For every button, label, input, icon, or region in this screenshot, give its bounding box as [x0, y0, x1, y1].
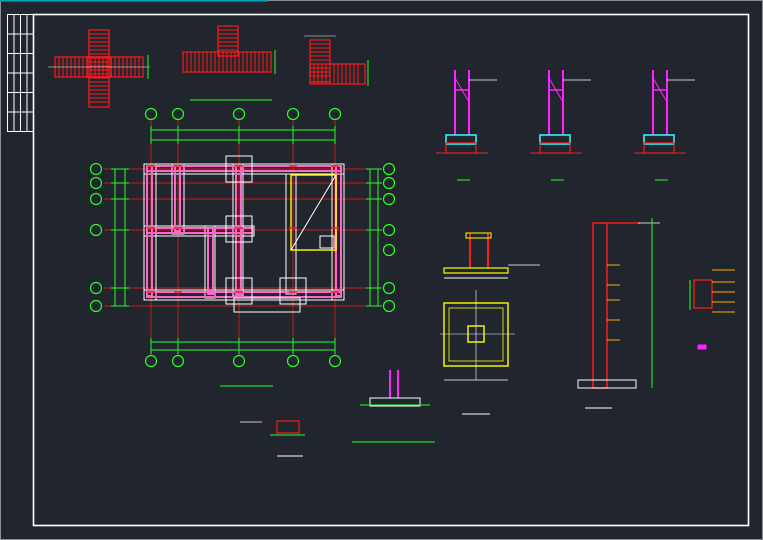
tee-joint-vertical	[217, 25, 239, 57]
wall-segment	[207, 227, 214, 295]
grid-bubble-bottom	[171, 354, 185, 368]
stair-opening	[290, 174, 337, 251]
grid-bubble-left	[89, 281, 103, 295]
foundation-plan	[104, 120, 382, 457]
joint-details	[48, 25, 369, 108]
grid-bubble-top	[232, 107, 246, 121]
small-column	[693, 279, 713, 309]
wall-section	[530, 70, 591, 181]
wall-footing-cap	[539, 134, 571, 145]
footing-details	[352, 218, 735, 443]
pad-footing-strip	[233, 297, 301, 313]
rebar-outline	[217, 25, 239, 57]
footing-strip	[285, 173, 297, 295]
wall-footing-cap	[445, 134, 477, 145]
pad-footing	[225, 277, 253, 305]
column-cap	[465, 232, 492, 239]
grid-bubble-top	[144, 107, 158, 121]
stair-diagonal	[290, 174, 337, 251]
grid-bubble-left	[89, 162, 103, 176]
footing-strip	[331, 163, 345, 301]
grid-bubble-left	[89, 223, 103, 237]
wall-sections	[436, 70, 695, 181]
grid-bubble-top	[171, 107, 185, 121]
grid-bubble-right	[382, 192, 396, 206]
grid-bubble-bottom	[232, 354, 246, 368]
grid-bubble-bottom	[144, 354, 158, 368]
pad-footing	[225, 155, 253, 183]
grid-bubble-bottom	[286, 354, 300, 368]
pad-footing	[225, 215, 253, 243]
wall-segment	[146, 227, 254, 234]
pad-footing	[279, 277, 307, 305]
grid-bubble-right	[382, 299, 396, 313]
grid-bubble-top	[286, 107, 300, 121]
grid-axis-bubbles	[89, 107, 396, 368]
grid-bubble-left	[89, 176, 103, 190]
tee-joint-horizontal	[182, 51, 272, 73]
grid-bubble-left	[89, 299, 103, 313]
grid-bubble-top	[328, 107, 342, 121]
title-block	[7, 14, 34, 132]
wall-footing-cap	[643, 134, 675, 145]
grid-bubble-bottom	[328, 354, 342, 368]
wall-segment	[174, 165, 181, 232]
wall-section	[436, 70, 497, 181]
corner-joint-horizontal	[309, 63, 366, 85]
retaining-stem	[592, 222, 608, 389]
small-beam-section	[276, 420, 300, 434]
wall-slope	[652, 77, 668, 103]
footing-slab	[443, 267, 509, 274]
grid-bubble-right	[382, 176, 396, 190]
grid-bubble-right-extra	[382, 243, 396, 257]
rebar-outline	[88, 29, 110, 108]
stair-landing	[319, 235, 335, 249]
wall-slope	[548, 77, 564, 103]
grid-bubble-right	[382, 162, 396, 176]
grid-bubble-right	[382, 281, 396, 295]
wall-section	[634, 70, 695, 181]
corner-joint-vertical	[309, 39, 331, 83]
rebar-outline	[309, 39, 331, 83]
cross-joint-vertical	[88, 29, 110, 108]
small-column-label-marker	[697, 344, 707, 350]
stem-footing	[369, 397, 421, 407]
retaining-base	[577, 379, 637, 389]
wall-segment	[335, 165, 342, 297]
grid-bubble-right	[382, 223, 396, 237]
drawing-frame	[32, 13, 750, 527]
grid-bubble-left	[89, 192, 103, 206]
wall-slope	[454, 77, 470, 103]
